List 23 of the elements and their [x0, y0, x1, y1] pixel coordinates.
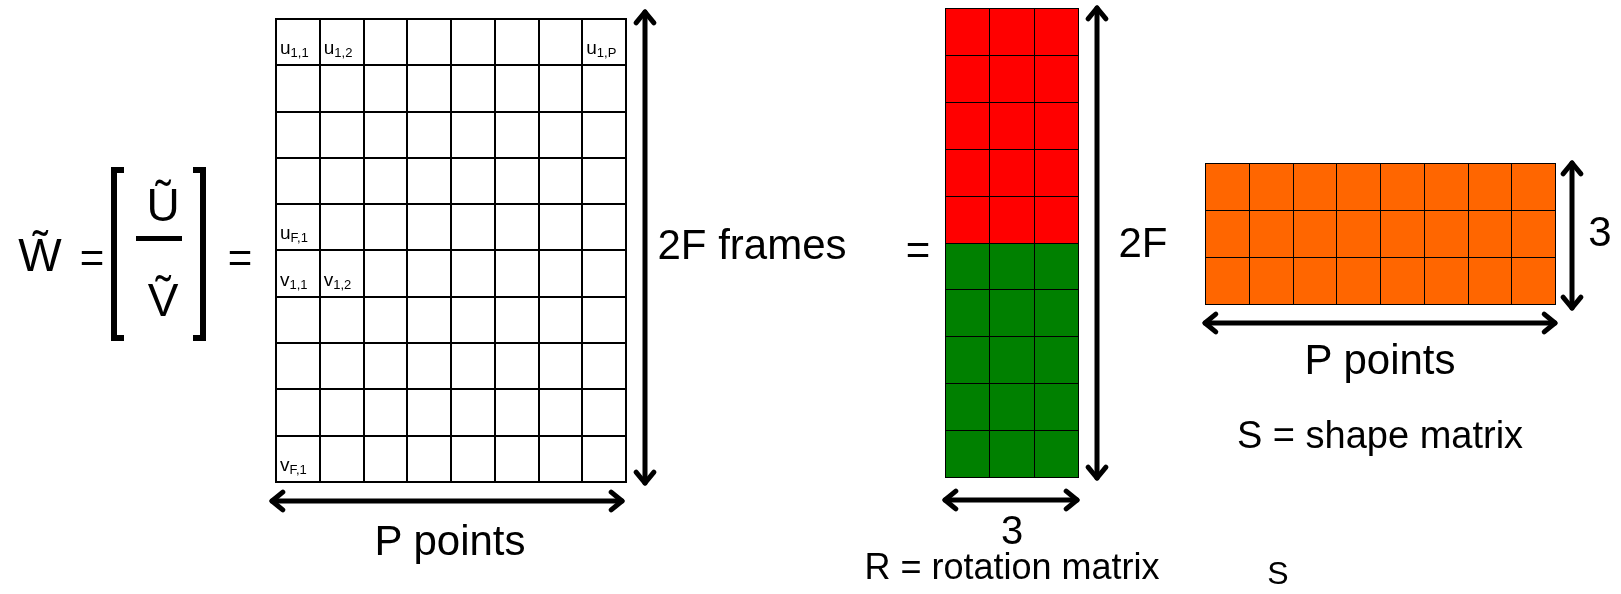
- math-label: Ṽ: [147, 274, 179, 326]
- math-label: 2F frames: [657, 221, 847, 269]
- math-label: P points: [1304, 336, 1456, 384]
- matrix-entry: u$_{1,P}$: [586, 38, 617, 60]
- matrix-grid: [275, 18, 627, 483]
- math-label: =: [79, 234, 105, 282]
- matrix-entry: u$_{1,1}$: [280, 38, 309, 60]
- matrix-grid: [1205, 163, 1556, 305]
- matrix-entry: v$_{1,1}$: [280, 269, 308, 291]
- matrix-grid: [945, 8, 1079, 478]
- math-label: =: [227, 234, 253, 282]
- matrix-entry: u$_{1,2}$: [323, 38, 353, 60]
- matrix-entry: u$_{F,1}$: [280, 223, 308, 245]
- math-label: S: [1267, 556, 1289, 592]
- matrix-entry: v$_{1,2}$: [323, 269, 352, 291]
- math-label: 2F: [1118, 219, 1168, 267]
- math-label: P points: [374, 517, 526, 565]
- math-label: S = shape matrix: [1236, 415, 1524, 457]
- matrix-entry: v$_{F,1}$: [280, 455, 307, 476]
- math-label: Ũ: [146, 179, 180, 231]
- math-label: W̃: [18, 229, 62, 281]
- math-label: 3: [1588, 208, 1612, 256]
- math-label: =: [905, 226, 931, 274]
